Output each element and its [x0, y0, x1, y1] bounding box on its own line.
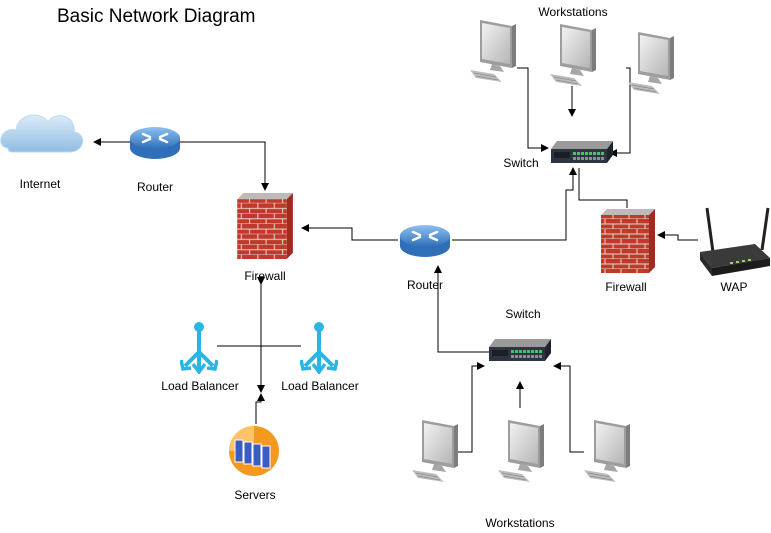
wap-label: WAP [720, 280, 748, 294]
connector-router-to-switch-top [452, 167, 577, 241]
connector-router-to-firewall-left [301, 224, 398, 241]
switch-icon[interactable] [489, 339, 551, 361]
cloud-icon [0, 114, 84, 153]
switch-top-label: Switch [503, 156, 539, 170]
workstation-icon[interactable] [550, 24, 597, 86]
load-balancer-icon[interactable] [300, 322, 338, 374]
load-balancer-right-label: Load Balancer [281, 379, 359, 393]
wireless-access-point-icon[interactable] [700, 207, 770, 276]
router-center-label: Router [406, 278, 444, 292]
connector-wap-to-firewall-right [657, 231, 698, 241]
router-icon[interactable] [129, 126, 181, 160]
workstation-icon[interactable] [584, 420, 631, 482]
firewall-icon[interactable] [601, 209, 655, 273]
connector-ws-bottom-left-to-switch [458, 362, 485, 453]
connector-servers-to-load-balancers [255, 393, 265, 424]
connector-router-to-firewall [180, 141, 269, 191]
connector-switch-bottom-to-router [434, 265, 489, 353]
switch-bottom-label: Switch [505, 307, 541, 321]
diagram-title: Basic Network Diagram [57, 6, 256, 27]
load-balancer-icon[interactable] [180, 322, 218, 374]
router-top-label: Router [136, 180, 174, 194]
workstation-icon[interactable] [412, 420, 459, 482]
firewall-left-label: Firewall [244, 269, 286, 283]
internet-label: Internet [19, 177, 61, 191]
server-icon[interactable] [229, 426, 279, 476]
workstations-bottom-label: Workstations [485, 516, 555, 530]
servers-label: Servers [234, 488, 276, 502]
workstations-top-label: Workstations [538, 5, 608, 19]
firewall-icon[interactable] [237, 193, 293, 259]
connector-ws-top-left-to-switch [517, 67, 549, 152]
firewall-right-label: Firewall [605, 280, 647, 294]
workstation-icon[interactable] [470, 20, 517, 82]
workstation-icon[interactable] [628, 32, 675, 94]
connector-ws-top-right-to-switch [609, 67, 631, 157]
workstation-icon[interactable] [498, 420, 545, 482]
switch-icon[interactable] [551, 141, 613, 163]
load-balancer-left-label: Load Balancer [161, 379, 239, 393]
connectors [93, 67, 698, 453]
router-icon[interactable] [398, 224, 452, 258]
connector-firewall-right-to-switch [578, 168, 628, 208]
connector-ws-bottom-right-to-switch [553, 362, 584, 453]
